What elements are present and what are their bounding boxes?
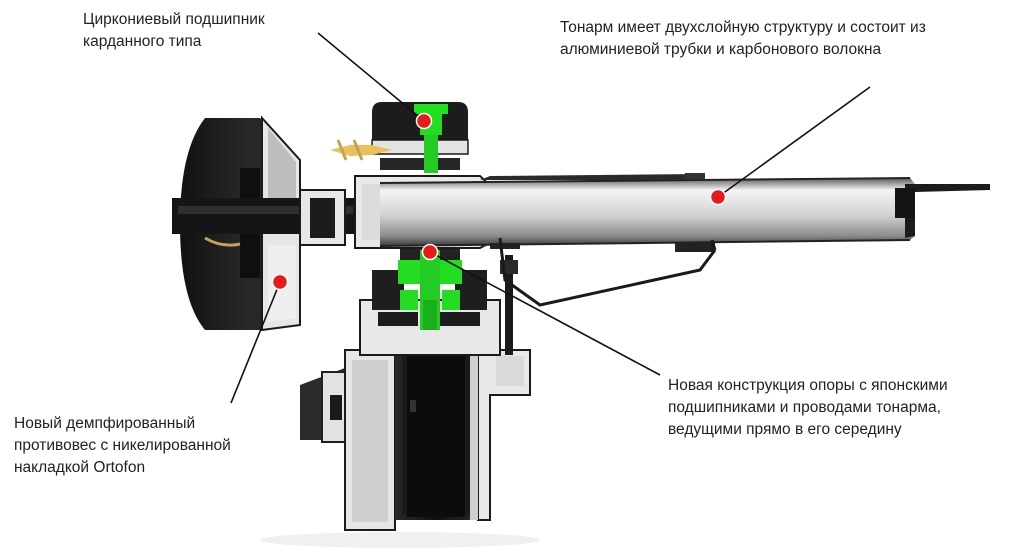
marker-counterweight <box>271 273 289 291</box>
marker-tube <box>709 188 727 206</box>
callout-bearing-support: Новая конструкция опоры с японскими подш… <box>668 375 948 441</box>
callout-line: накладкой Ortofon <box>14 459 146 476</box>
gimbal-cap <box>330 102 469 173</box>
arm-tube <box>379 173 990 307</box>
callout-counterweight: Новый демпфированный противовес с никели… <box>14 413 231 479</box>
callout-line: Циркониевый подшипник <box>83 11 265 28</box>
callout-line: карданного типа <box>83 33 202 50</box>
callout-arm-tube: Тонарм имеет двухслойную структуру и сос… <box>560 17 926 61</box>
callout-line: противовес с никелированной <box>14 437 231 454</box>
leader-lines <box>230 32 871 404</box>
marker-gimbal <box>415 112 433 130</box>
callout-line: Новая конструкция опоры с японскими <box>668 377 948 394</box>
callout-gimbal-bearing: Циркониевый подшипник карданного типа <box>83 9 265 53</box>
leader-tube <box>717 86 871 198</box>
markers <box>271 112 727 291</box>
base-assembly <box>300 255 531 531</box>
leader-gimbal <box>317 32 425 122</box>
callout-line: подшипниками и проводами тонарма, <box>668 399 941 416</box>
ground-shadow <box>260 532 540 548</box>
callout-line: Новый демпфированный <box>14 415 196 432</box>
callout-line: алюминиевой трубки и карбонового волокна <box>560 41 882 58</box>
leader-bearing <box>429 251 661 376</box>
callout-line: Тонарм имеет двухслойную структуру и сос… <box>560 19 926 36</box>
counterweight <box>172 115 357 332</box>
marker-bearing <box>421 243 439 261</box>
leader-counterweight <box>230 281 281 404</box>
callout-line: ведущими прямо в его середину <box>668 421 902 438</box>
